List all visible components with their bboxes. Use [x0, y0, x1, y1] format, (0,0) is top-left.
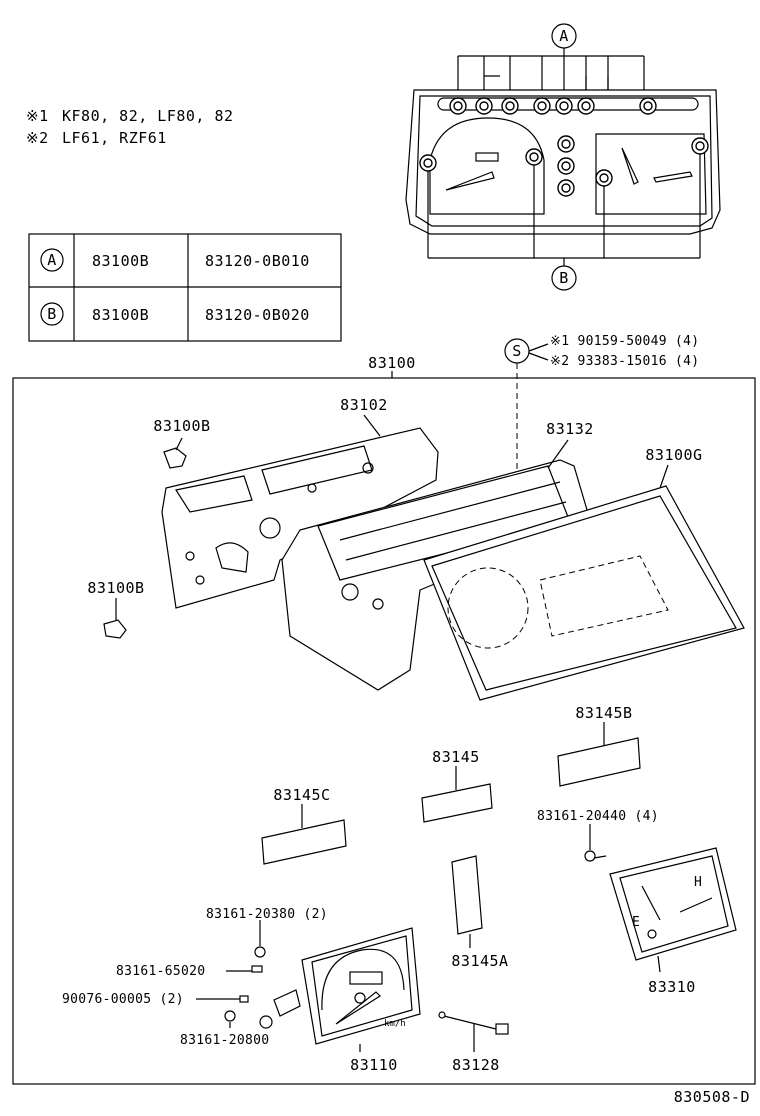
label-83145c: 83145C: [273, 786, 330, 804]
lens-83100g: [423, 464, 745, 701]
legend-b-code: 83100B: [92, 306, 149, 324]
legend-a-part: 83120-0B010: [205, 252, 310, 270]
clip-83100b-left: [103, 598, 127, 639]
label-83100g: 83100G: [645, 446, 702, 464]
svg-text:E: E: [632, 915, 640, 930]
label-83161-20800: 83161-20800: [180, 1033, 269, 1048]
callout-b-symbol: [551, 265, 577, 291]
note-2-mark: ※2: [26, 129, 49, 147]
legend-a-symbol: [40, 248, 64, 272]
clip-83100b-top: [163, 437, 187, 469]
plate-83145a: [451, 855, 483, 948]
plate-83145b: [557, 722, 641, 787]
label-83161-20380: 83161-20380 (2): [206, 907, 328, 922]
legend-a-key: A: [47, 251, 57, 269]
plate-83145c: [261, 804, 347, 865]
screw-callout: S ※1 90159-50049 (4) ※2 93383-15016 (4): [504, 334, 699, 470]
legend-b-key: B: [47, 305, 57, 323]
fuel-temp-gauge-83310: E H: [609, 847, 737, 973]
label-83110: 83110: [350, 1056, 398, 1074]
screw-note-1: ※1 90159-50049 (4): [550, 334, 699, 349]
legend-b-symbol: [40, 302, 64, 326]
plate-83145: [421, 766, 493, 823]
small-fasteners: [196, 920, 301, 1029]
label-83100b-top: 83100B: [153, 417, 210, 435]
label-83145a: 83145A: [451, 952, 508, 970]
screw-83161-20440: [584, 824, 607, 862]
svg-text:H: H: [694, 875, 702, 890]
note-1-text: KF80, 82, LF80, 82: [62, 107, 234, 125]
screw-letter: S: [512, 342, 522, 360]
cluster-front-view: A: [405, 23, 721, 291]
callout-b: B: [559, 269, 569, 287]
label-83145b: 83145B: [575, 704, 632, 722]
gauge-unit: km/h: [384, 1019, 406, 1029]
note-2-text: LF61, RZF61: [62, 129, 167, 147]
label-83145: 83145: [432, 748, 480, 766]
legend-table: A 83100B 83120-0B010 B 83100B 83120-0B02…: [28, 233, 342, 342]
label-83310: 83310: [648, 978, 696, 996]
callout-a: A: [559, 27, 569, 45]
legend-a-code: 83100B: [92, 252, 149, 270]
speedometer-83110: km/h: [301, 927, 421, 1052]
legend-b-part: 83120-0B020: [205, 306, 310, 324]
label-83100b-left: 83100B: [87, 579, 144, 597]
label-83128: 83128: [452, 1056, 500, 1074]
assembly-frame: [12, 377, 756, 1085]
cable-83128: [438, 1011, 509, 1052]
label-83132: 83132: [546, 420, 594, 438]
diagram-code: 830508-D: [674, 1088, 750, 1106]
label-83161-20440: 83161-20440 (4): [537, 809, 659, 824]
label-90076-00005: 90076-00005 (2): [62, 992, 184, 1007]
note-1-mark: ※1: [26, 107, 49, 125]
label-83161-65020: 83161-65020: [116, 964, 205, 979]
assembly-label: 83100: [368, 354, 416, 372]
screw-note-2: ※2 93383-15016 (4): [550, 354, 699, 369]
label-83102: 83102: [340, 396, 388, 414]
applicability-notes: ※1 KF80, 82, LF80, 82 ※2 LF61, RZF61: [26, 107, 234, 147]
